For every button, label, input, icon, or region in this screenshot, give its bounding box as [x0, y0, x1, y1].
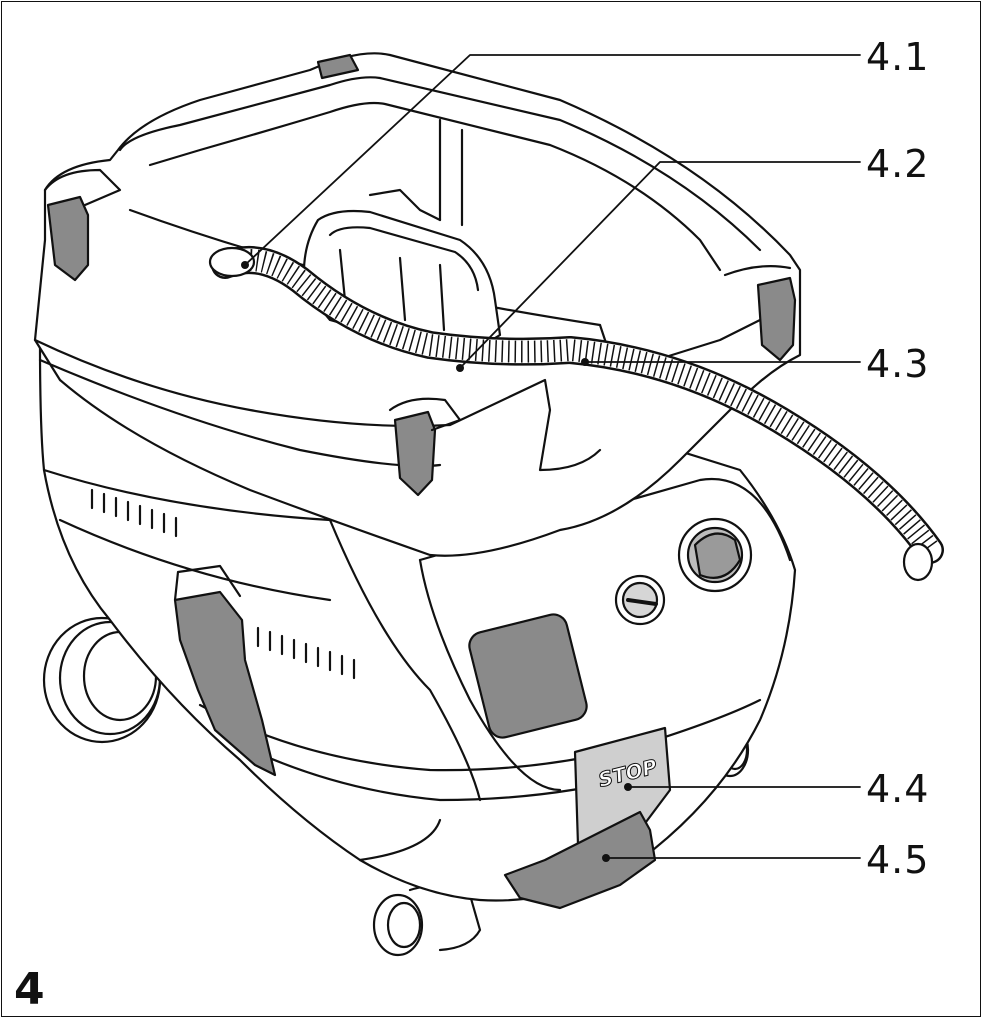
- socket-plate: [468, 613, 588, 739]
- callout-4-3: 4.3: [866, 342, 930, 386]
- callout-4-2: 4.2: [866, 142, 930, 186]
- leader-lines: [244, 54, 861, 859]
- suction-hose: [208, 246, 944, 582]
- callout-4-5: 4.5: [866, 838, 930, 882]
- figure-number: 4: [14, 964, 45, 1015]
- callout-4-1: 4.1: [866, 35, 930, 79]
- power-knob: [677, 517, 753, 593]
- release-lever: [503, 810, 657, 910]
- side-handle: [173, 590, 277, 777]
- front-caster: [372, 884, 482, 957]
- vent-slots-left: [90, 488, 356, 680]
- suction-regulator-knob: [614, 574, 666, 626]
- corner-clip: [46, 195, 797, 497]
- stop-plate: [573, 726, 672, 847]
- callout-4-4: 4.4: [866, 767, 930, 811]
